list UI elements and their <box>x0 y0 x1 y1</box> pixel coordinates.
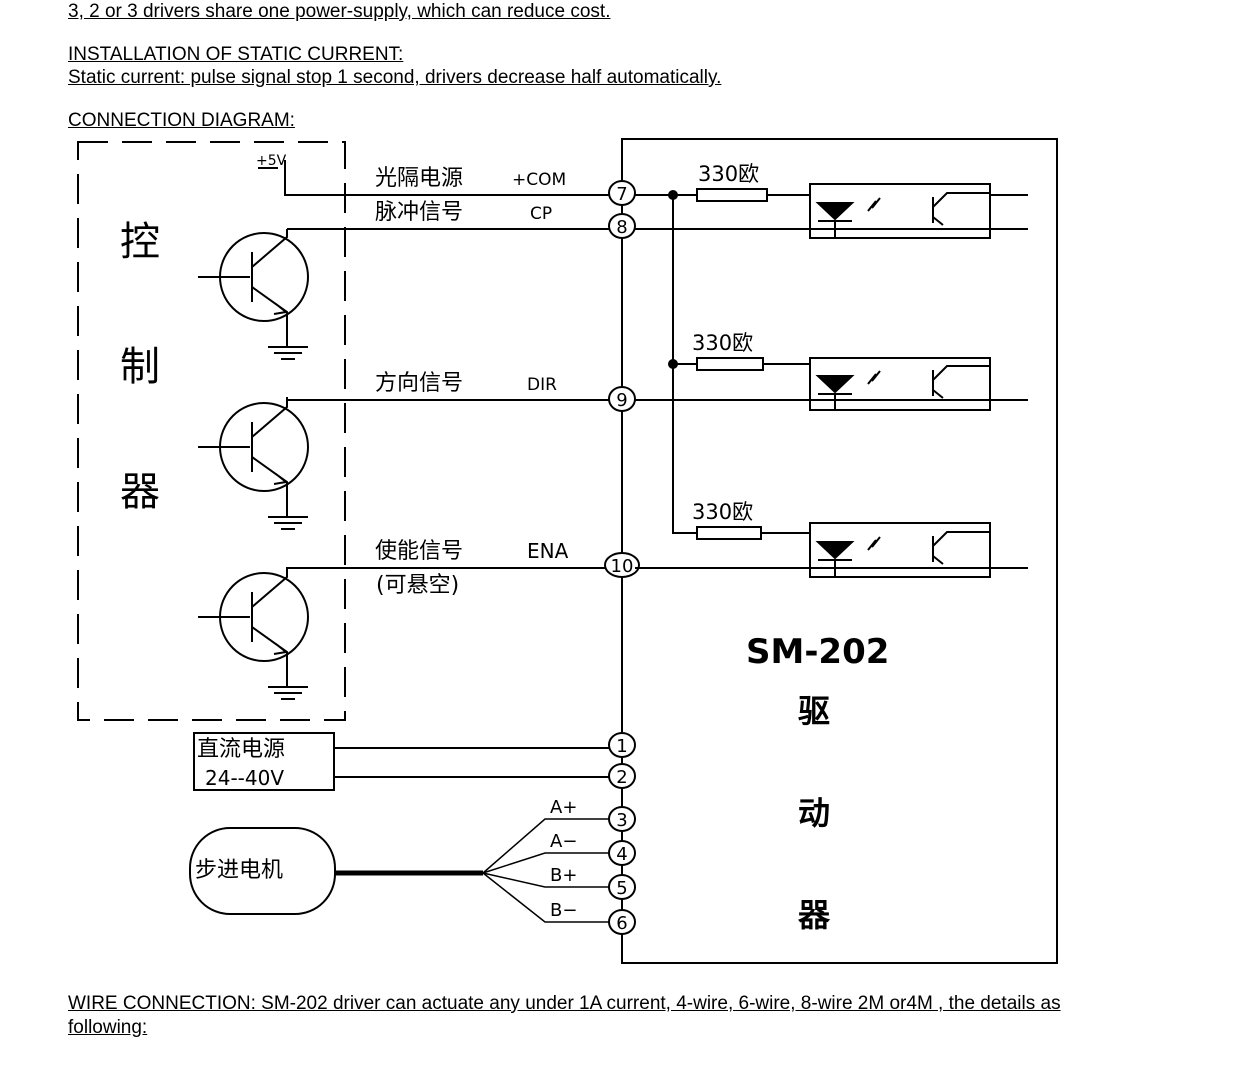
phototransistor-icon <box>818 531 990 577</box>
transistor-wiring <box>198 567 308 700</box>
transistor-wiring <box>198 397 308 530</box>
terminal-pin-number: 9 <box>616 390 627 411</box>
optocoupler-icon <box>809 357 991 411</box>
terminal-pin-number: 2 <box>616 767 627 788</box>
terminal-pin-5 <box>608 874 636 900</box>
plus5v-label: +5V <box>256 153 287 169</box>
terminal-pin-number: 8 <box>616 217 627 238</box>
terminal-pin-number: 10 <box>611 556 634 577</box>
terminal-pin-number: 4 <box>616 844 627 865</box>
signal-note: (可悬空) <box>376 573 459 598</box>
led-icon <box>815 541 855 560</box>
heading-static-current: INSTALLATION OF STATIC CURRENT: <box>68 44 404 65</box>
phototransistor-icon <box>818 365 990 410</box>
driver-char: 动 <box>798 794 830 832</box>
optocoupler-icon <box>809 522 991 578</box>
terminal-pin-number: 1 <box>616 736 627 757</box>
terminal-pin-4 <box>608 840 636 866</box>
signal-label-cn: 使能信号 <box>375 539 463 564</box>
resistor-label: 330欧 <box>698 162 759 186</box>
power-supply-label: 直流电源 <box>197 737 285 762</box>
led-icon <box>815 375 855 394</box>
signal-label-en: DIR <box>527 375 557 395</box>
motor-phase-wire <box>482 818 610 874</box>
driver-model: SM-202 <box>746 632 889 672</box>
junction-dot <box>668 359 678 369</box>
motor-phase-wire <box>482 872 610 923</box>
terminal-pin-3 <box>608 806 636 832</box>
phototransistor-icon <box>818 192 990 238</box>
driver-box <box>621 138 1058 964</box>
controller-char: 制 <box>120 344 160 390</box>
signal-label-cn: 方向信号 <box>375 371 463 396</box>
signal-label-en: CP <box>530 204 552 224</box>
driver-char: 驱 <box>798 692 830 730</box>
signal-label-cn: 脉冲信号 <box>375 200 463 225</box>
driver-char: 器 <box>797 896 831 934</box>
heading-connection-diagram: CONNECTION DIAGRAM: <box>68 110 295 131</box>
power-supply-box <box>193 732 335 791</box>
power-supply-voltage: 24--40V <box>205 766 284 790</box>
resistor-icon <box>696 188 768 202</box>
motor-phase-wire <box>482 872 610 888</box>
motor-phase-label: A− <box>550 831 577 852</box>
terminal-pin-1 <box>608 732 636 758</box>
stepper-motor-label: 步进电机 <box>195 858 283 883</box>
terminal-pin-8 <box>608 213 636 239</box>
terminal-pin-10 <box>604 552 640 578</box>
terminal-pin-number: 3 <box>616 810 627 831</box>
terminal-pin-number: 6 <box>616 913 627 934</box>
terminal-pin-2 <box>608 763 636 789</box>
terminal-pin-7 <box>608 180 636 206</box>
motor-phase-label: A+ <box>550 797 577 818</box>
optocoupler-icon <box>809 183 991 239</box>
signal-label-cn: 光隔电源 <box>375 166 463 191</box>
controller-box <box>77 141 346 721</box>
motor-phase-wire <box>482 852 610 874</box>
signal-label-en: +COM <box>512 170 566 190</box>
text-shared-power-supply: 3, 2 or 3 drivers share one power-supply… <box>68 1 611 22</box>
terminal-pin-6 <box>608 909 636 935</box>
text-wire-connection: WIRE CONNECTION: SM-202 driver can actua… <box>68 993 1061 1014</box>
signal-label-en: ENA <box>527 539 569 563</box>
controller-char: 器 <box>120 469 160 515</box>
resistor-icon <box>696 526 762 540</box>
text-wire-connection-cont: following: <box>68 1017 148 1038</box>
motor-phase-label: B+ <box>550 865 577 886</box>
transistor-wiring <box>198 229 308 360</box>
terminal-pin-number: 7 <box>616 184 627 205</box>
resistor-label: 330欧 <box>692 331 753 355</box>
terminal-pin-number: 5 <box>616 878 627 899</box>
junction-dot <box>668 190 678 200</box>
led-icon <box>815 202 855 221</box>
controller-char: 控 <box>120 219 160 265</box>
resistor-label: 330欧 <box>692 500 753 524</box>
text-static-current: Static current: pulse signal stop 1 seco… <box>68 67 722 88</box>
motor-phase-label: B− <box>550 900 577 921</box>
resistor-icon <box>696 357 764 371</box>
